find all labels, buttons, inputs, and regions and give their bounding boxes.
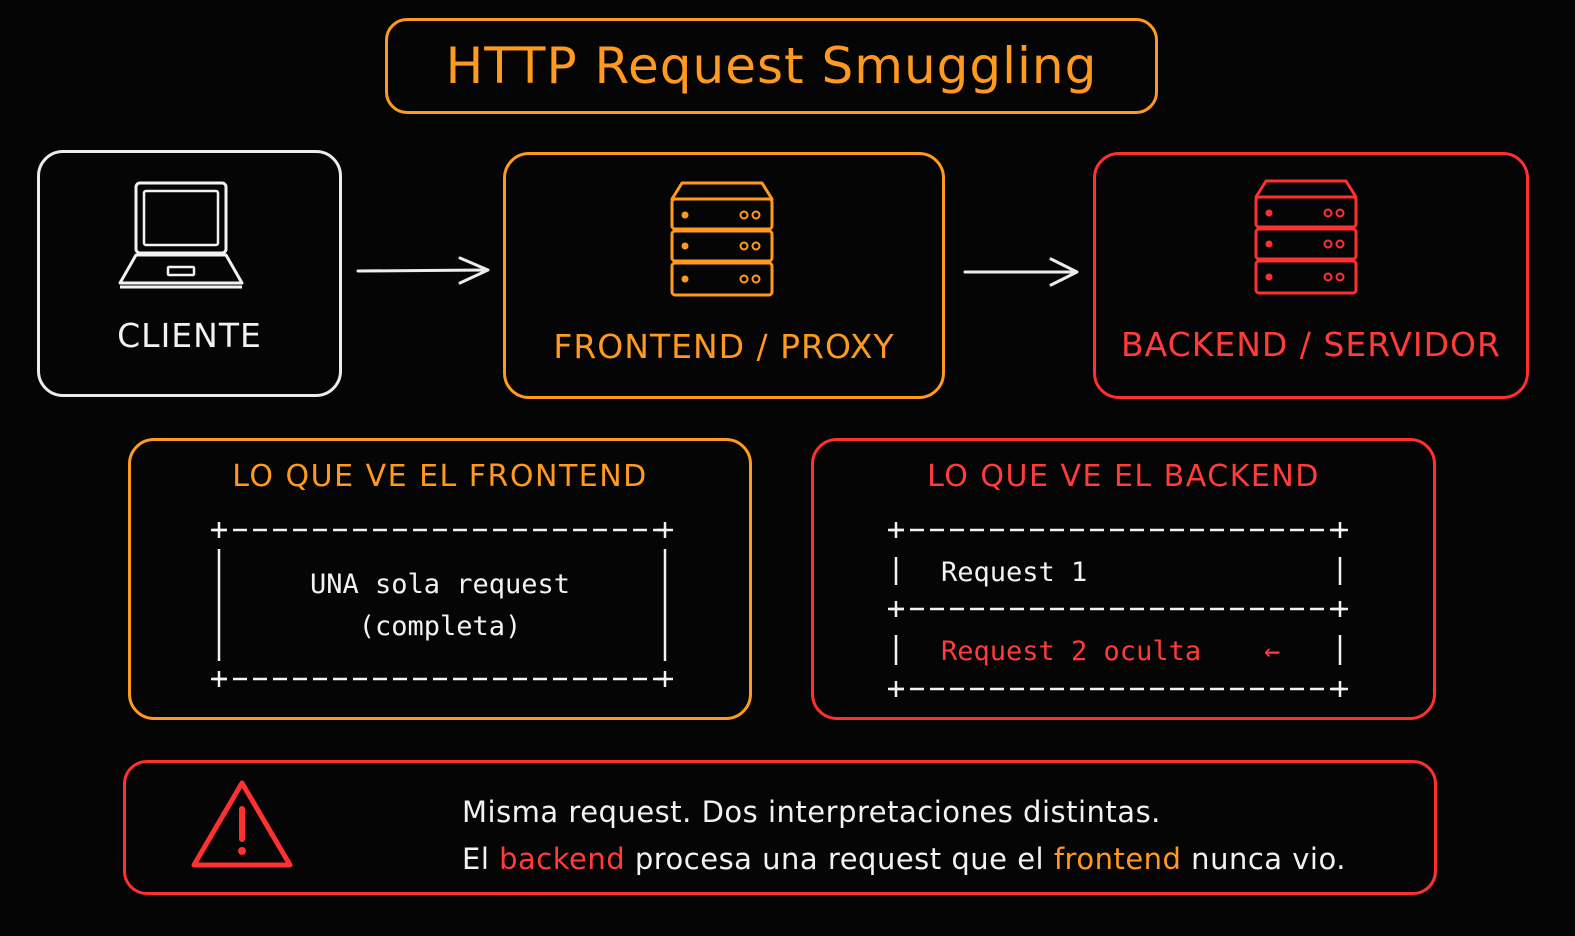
frontend-view-title: LO QUE VE EL FRONTEND [232,459,648,494]
arrow-client-to-frontend [356,256,490,285]
backend-view-title: LO QUE VE EL BACKEND [927,459,1320,494]
diagram-title: HTTP Request Smuggling [445,37,1098,95]
warning-triangle-icon [191,780,293,868]
warning-box: Misma request. Dos interpretaciones dist… [123,760,1437,895]
backend-ascii-box [888,522,1348,697]
server-icon [1254,179,1358,295]
backend-view-request1: Request 1 [941,557,1088,588]
backend-label: BACKEND / SERVIDOR [1121,325,1501,364]
warning-line1: Misma request. Dos interpretaciones dist… [462,795,1161,829]
hidden-request-arrow-icon: ← [1264,636,1281,667]
frontend-view-line1: UNA sola request [309,569,571,600]
frontend-view-line2: (completa) [358,611,522,642]
server-icon [670,181,774,297]
frontend-node: FRONTEND / PROXY [503,152,945,399]
warning-line2: El backend procesa una request que el fr… [462,836,1346,883]
frontend-ascii-box [211,522,673,687]
warning-line2-part1: El [462,842,500,876]
warning-text: Misma request. Dos interpretaciones dist… [462,789,1346,883]
laptop-icon [118,181,244,289]
warning-line2-part2: procesa una request que el [625,842,1054,876]
warning-frontend-highlight: frontend [1053,842,1182,876]
arrow-frontend-to-backend [963,257,1079,287]
frontend-view-panel: LO QUE VE EL FRONTEND UNA sola request (… [128,438,752,720]
frontend-label: FRONTEND / PROXY [553,327,895,366]
backend-view-panel: LO QUE VE EL BACKEND Request 1 Request 2… [811,438,1436,720]
warning-backend-highlight: backend [499,842,626,876]
client-label: CLIENTE [117,316,262,355]
warning-line2-part3: nunca vio. [1181,842,1346,876]
client-node: CLIENTE [37,150,342,397]
title-box: HTTP Request Smuggling [385,18,1158,114]
backend-view-request2: Request 2 oculta [941,636,1202,667]
backend-node: BACKEND / SERVIDOR [1093,152,1529,399]
